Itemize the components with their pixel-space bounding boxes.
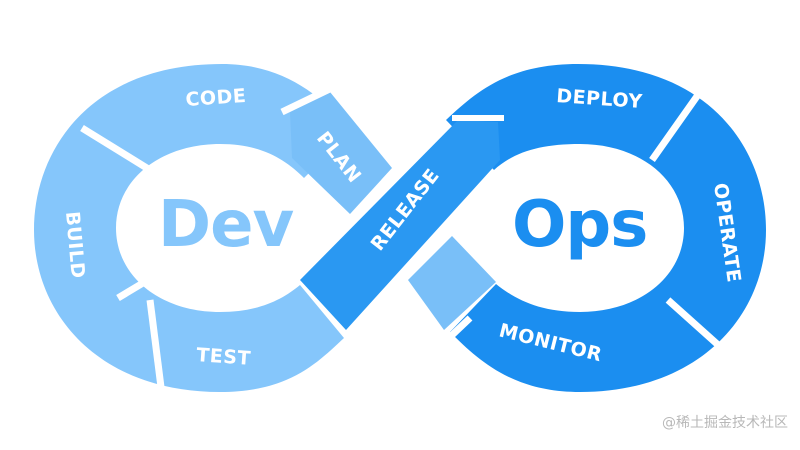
dev-separator-test-release — [146, 299, 166, 396]
dev-word: Dev — [158, 188, 294, 262]
dev-separator-build-test — [116, 258, 180, 302]
plan-separator — [280, 82, 338, 116]
ops-separator-monitor-end — [427, 315, 473, 359]
dev-separator-code-build — [80, 125, 152, 173]
segment-label-test: TEST — [196, 344, 252, 370]
ops-loop-ring — [446, 64, 766, 392]
ops-word: Ops — [512, 188, 647, 262]
ops-return-wedge — [408, 236, 496, 330]
release-band — [300, 120, 500, 330]
watermark: @稀土掘金技术社区 — [662, 415, 788, 431]
plan-segment — [290, 92, 392, 214]
ops-separator-deploy-operate — [649, 89, 703, 163]
ops-separator-operate-monitor — [665, 297, 729, 355]
segment-label-code: CODE — [185, 85, 247, 111]
